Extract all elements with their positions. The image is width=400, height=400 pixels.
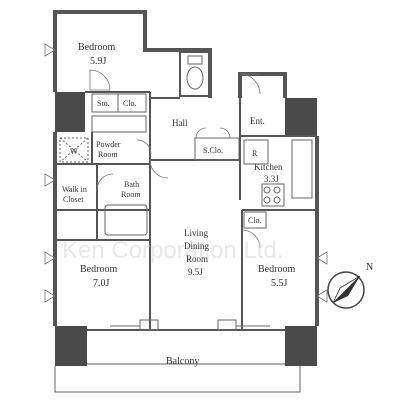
bath-room-label-2: Room	[121, 190, 141, 199]
living-label-1: Living	[184, 228, 208, 238]
doors	[89, 69, 261, 249]
bedroom-right-size: 5.5J	[271, 278, 288, 289]
watermark: Ken Corporation Ltd.	[62, 237, 283, 264]
pillar-left-mid	[55, 92, 85, 132]
kitchen-size: 3.3J	[264, 174, 279, 184]
living-size: 9.5J	[188, 267, 203, 277]
closet-right-label: Clo.	[248, 216, 262, 225]
kitchen-name: Kitchen	[254, 162, 283, 172]
pillar-right-mid	[285, 98, 317, 136]
compass-label: N	[366, 262, 373, 273]
bedroom-top-size: 5.9J	[90, 56, 107, 67]
bedroom-left-size: 7.0J	[93, 278, 110, 289]
compass: N	[327, 262, 373, 309]
balcony-label: Balcony	[166, 356, 199, 367]
closet-top-label: Clo.	[123, 99, 137, 108]
washer-label: W	[70, 147, 78, 156]
pillar-bottom-left	[55, 326, 87, 366]
bath-room-label-1: Bath	[124, 180, 139, 189]
storage-label: Sto.	[97, 99, 110, 108]
bedroom-top-name: Bedroom	[78, 42, 115, 53]
outer-walls	[53, 10, 319, 393]
powder-room-label-1: Powder	[96, 140, 121, 149]
interior-walls	[55, 51, 317, 330]
bedroom-left-name: Bedroom	[80, 264, 117, 275]
refrigerator-label: R	[252, 149, 258, 158]
bedroom-right-name: Bedroom	[258, 264, 295, 275]
walk-in-closet-label-1: Walk in	[62, 185, 87, 194]
shoe-closet-label: S.Clo.	[203, 146, 223, 155]
room-labels: Bedroom 5.9J Sto. Clo. Hall Ent. Powder …	[62, 42, 295, 367]
powder-room-label-2: Room	[98, 150, 118, 159]
windows	[44, 43, 328, 303]
hall-label: Hall	[172, 118, 188, 128]
balcony-doors	[110, 319, 270, 331]
pillar-bottom-right	[285, 326, 317, 366]
living-label-2: Dining	[184, 241, 210, 251]
living-label-3: Room	[186, 254, 208, 264]
walk-in-closet-label-2: Closet	[63, 195, 84, 204]
entrance-label: Ent.	[250, 116, 265, 126]
